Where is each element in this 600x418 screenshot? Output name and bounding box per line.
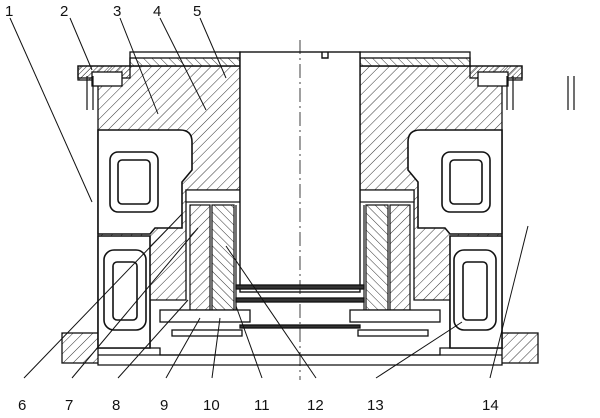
callout-13: 13: [367, 397, 384, 414]
lower-plates: [159, 284, 441, 337]
callout-7: 7: [65, 397, 73, 414]
callouts-top: 1 2 3 4 5: [5, 3, 201, 20]
callout-6: 6: [18, 397, 26, 414]
callout-1: 1: [5, 3, 13, 20]
end-caps: [77, 65, 523, 87]
callout-9: 9: [160, 397, 168, 414]
leader-lines: [9, 17, 529, 379]
callout-11: 11: [254, 397, 270, 414]
callout-3: 3: [113, 3, 121, 20]
callout-10: 10: [203, 397, 220, 414]
shaft: [239, 40, 361, 380]
callout-12: 12: [307, 397, 324, 414]
coil-pockets: [97, 129, 503, 349]
callout-4: 4: [153, 3, 161, 20]
callout-8: 8: [112, 397, 120, 414]
bolts: [86, 76, 575, 110]
callout-2: 2: [60, 3, 68, 20]
stator-rings: [185, 189, 415, 318]
callouts-bottom: 6 7 8 9 10 11 12 13 14: [18, 397, 499, 414]
callout-14: 14: [482, 397, 499, 414]
callout-5: 5: [193, 3, 201, 20]
